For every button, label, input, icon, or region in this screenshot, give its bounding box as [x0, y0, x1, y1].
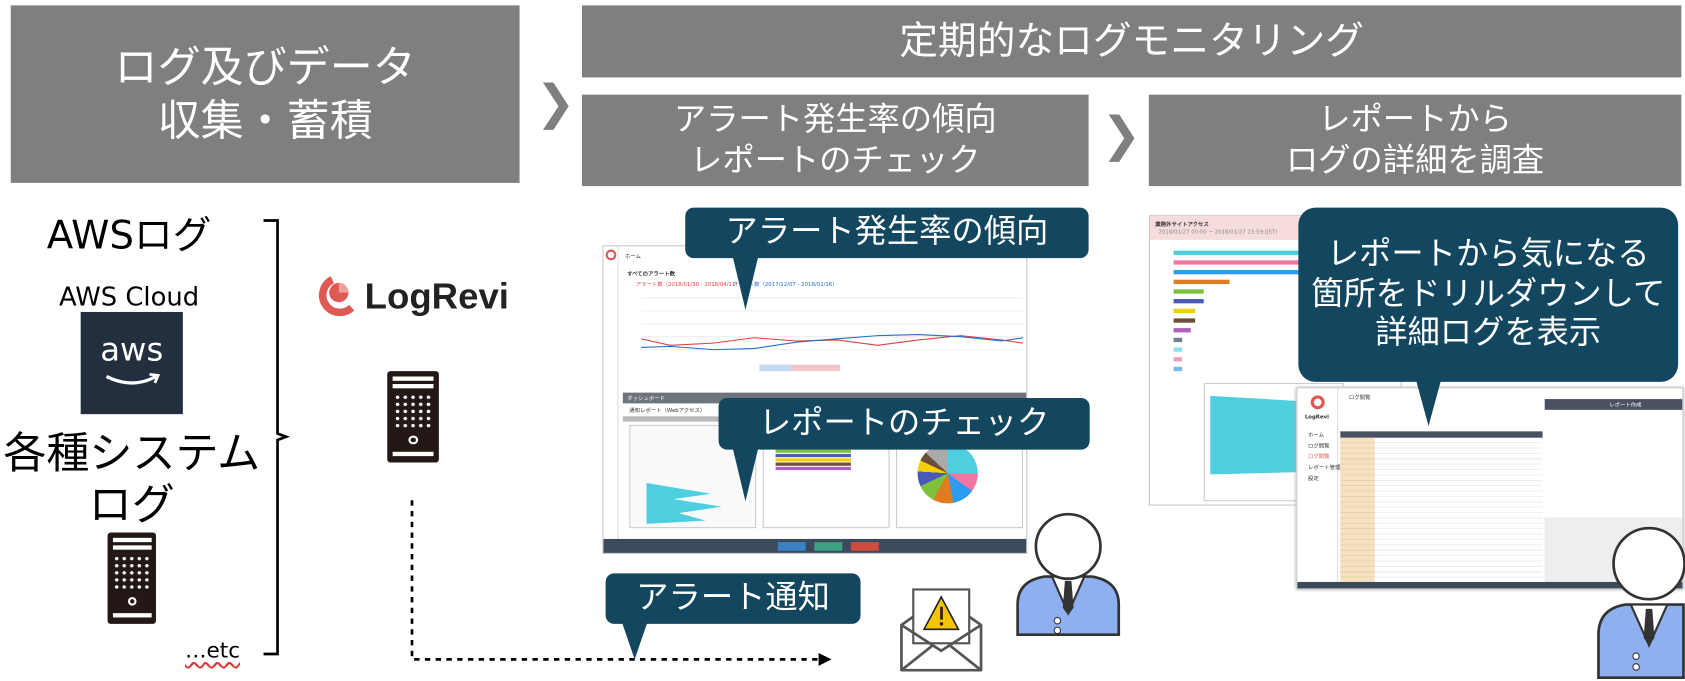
bracket: [263, 219, 290, 656]
user-icon: [1597, 526, 1685, 680]
monitoring-header: 定期的なログモニタリング: [581, 5, 1682, 78]
callout-tail: [621, 621, 648, 660]
logrevi-mark-icon: [605, 249, 617, 261]
chevron-right-icon: ❯: [535, 75, 576, 131]
logrevi-server-icon: [387, 371, 439, 463]
investigate-header: レポートから ログの詳細を調査: [1148, 94, 1682, 187]
system-log-label: 各種システム ログ: [3, 429, 261, 531]
aws-logo: aws: [80, 311, 183, 415]
callout-tail: [732, 256, 759, 310]
aws-cloud-label: AWS Cloud: [59, 281, 200, 312]
logrevi-mark-icon: [318, 276, 355, 317]
collect-header: ログ及びデータ 収集・蓄積: [10, 5, 520, 183]
trend-callout: アラート発生率の傾向: [685, 207, 1089, 259]
callout-tail: [732, 447, 759, 502]
drilldown-callout: レポートから気になる 箇所をドリルダウンして 詳細ログを表示: [1298, 207, 1679, 382]
etc-label: …etc: [185, 636, 241, 663]
alert-notify-callout: アラート通知: [605, 573, 861, 624]
notification-arrow: [410, 500, 832, 666]
user-icon: [1016, 512, 1121, 637]
server-icon: [107, 532, 156, 624]
aws-log-label: AWSログ: [46, 214, 212, 259]
trend-check-header: アラート発生率の傾向 レポートのチェック: [581, 94, 1089, 187]
logrevi-logo: LogRevi: [315, 274, 509, 319]
chevron-right-icon: ❯: [1101, 107, 1142, 163]
callout-tail: [1415, 378, 1442, 426]
alert-mail-icon: [900, 588, 983, 672]
report-check-callout: レポートのチェック: [718, 398, 1090, 450]
